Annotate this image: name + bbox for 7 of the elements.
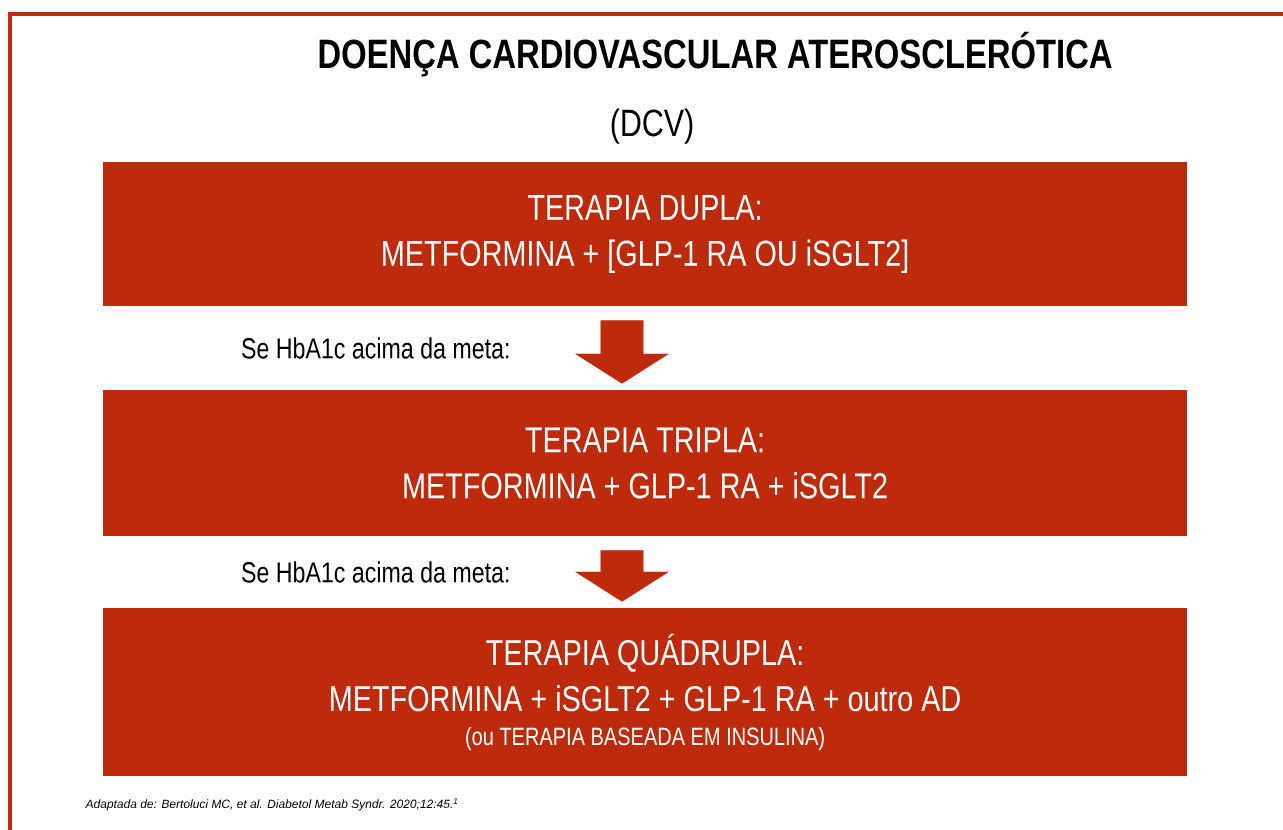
edge-label: Se HbA1c acima da meta: [242, 337, 509, 359]
caption: Adaptada de: Bertoluci MC, et al. Diabetol Metab Syndr. 2020;12:45.$^{1}$ [84, 798, 458, 811]
therapy-box: TERAPIA TRIPLA: METFORMINA + GLP-1 RA + iSGLT2 [103, 390, 1187, 536]
edge-label: Se HbA1c acima da meta: [242, 561, 509, 583]
title: DOENÇA CARDIOVASCULAR ATEROSCLERÓTICA [319, 31, 1112, 77]
therapy-box: TERAPIA DUPLA: METFORMINA + [GLP-1 RA OU iSGLT2] [103, 162, 1187, 306]
therapy-box: TERAPIA QUÁDRUPLA: METFORMINA + iSGLT2 + GLP-1 RA + outro AD (ou TERAPIA BASEADA EM INSULINA) [103, 608, 1187, 776]
